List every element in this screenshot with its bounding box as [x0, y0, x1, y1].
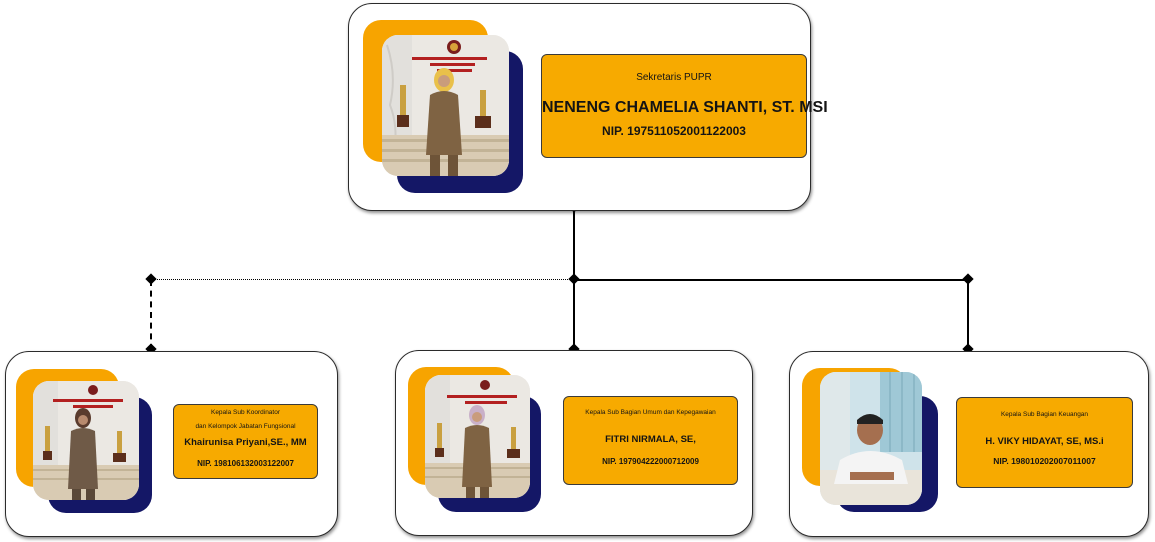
member-card-2: Kepala Sub Bagian Umum dan Kepegawaian F…	[395, 350, 753, 536]
trophy-icon	[507, 427, 520, 458]
member-title-line1: Kepala Sub Koordinator	[210, 409, 281, 416]
member-nip: NIP. 198106132003122007	[197, 459, 294, 468]
member-name: FITRI NIRMALA, SE,	[605, 434, 696, 445]
member-title-line2: dan Kelompok Jabatan Fungsional	[195, 423, 296, 430]
head-title: Sekretaris PUPR	[636, 72, 712, 83]
member-name: H. VIKY HIDAYAT, SE, MS.i	[985, 436, 1104, 447]
head-photo	[382, 35, 509, 176]
member-photo-1	[33, 381, 139, 500]
trophy-icon	[435, 423, 444, 457]
connector-node-left-top	[145, 273, 157, 285]
connector-horizontal-solid	[574, 279, 968, 281]
member-photo-3	[820, 372, 922, 505]
member-info-box-3: Kepala Sub Bagian Keuangan H. VIKY HIDAY…	[956, 397, 1133, 488]
member-name: Khairunisa Priyani,SE., MM	[184, 437, 307, 448]
member-photo-2	[425, 375, 530, 498]
connector-horizontal-dotted	[152, 279, 574, 280]
member-nip: NIP. 197904222000712009	[602, 457, 699, 466]
connector-node-right-top	[962, 273, 974, 285]
emblem-icon	[88, 385, 98, 395]
head-info-box: Sekretaris PUPR NENENG CHAMELIA SHANTI, …	[541, 54, 828, 158]
trophy-icon	[43, 426, 52, 460]
connector-left-down-dashed	[150, 280, 152, 350]
member-info-box-2: Kepala Sub Bagian Umum dan Kepegawaian F…	[563, 396, 738, 485]
member-nip: NIP. 198010202007011007	[993, 456, 1096, 466]
member-title-line1: Kepala Sub Bagian Keuangan	[1000, 411, 1089, 418]
member-card-1: Kepala Sub Koordinator dan Kelompok Jaba…	[5, 351, 338, 537]
emblem-icon	[480, 380, 490, 390]
head-nip: NIP. 197511052001122003	[602, 124, 746, 138]
head-name: NENENG CHAMELIA SHANTI, ST. MSI	[542, 99, 828, 116]
connector-head-down	[573, 207, 575, 280]
member-info-box-1: Kepala Sub Koordinator dan Kelompok Jaba…	[173, 404, 318, 479]
connector-center-down	[573, 280, 575, 350]
connector-node-center-top	[568, 273, 580, 285]
member-title-line1: Kepala Sub Bagian Umum dan Kepegawaian	[585, 409, 716, 416]
trophy-icon	[397, 85, 409, 127]
trophy-icon	[113, 431, 126, 462]
connector-right-down	[967, 280, 969, 350]
trophy-icon	[475, 90, 491, 128]
head-card: Sekretaris PUPR NENENG CHAMELIA SHANTI, …	[348, 3, 828, 211]
member-card-3: Kepala Sub Bagian Keuangan H. VIKY HIDAY…	[789, 351, 1149, 537]
